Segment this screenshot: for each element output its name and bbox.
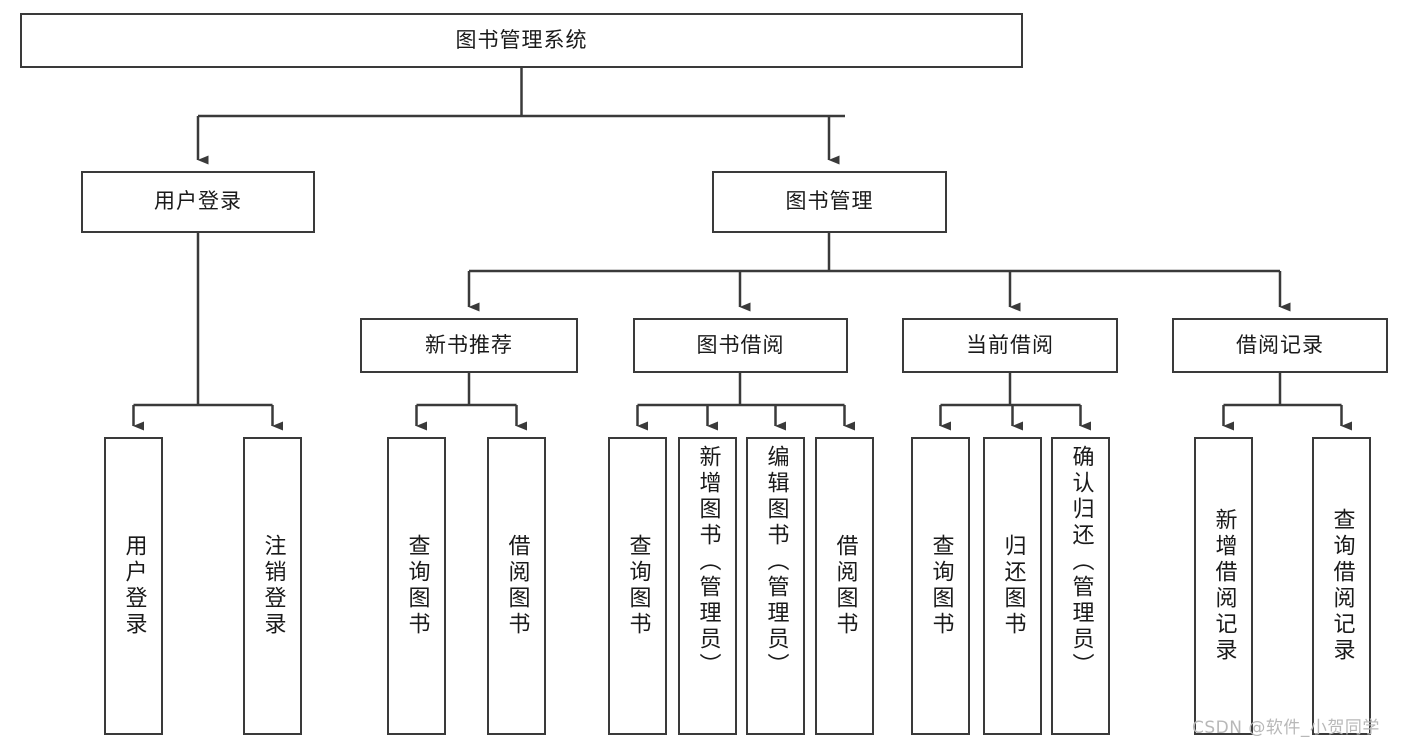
node-book-borrow-label: 图书借阅: [696, 332, 785, 357]
node-leaf-return-book-label: 归还图书: [1000, 534, 1026, 638]
node-leaf-user-login-label: 用户登录: [121, 534, 147, 638]
node-leaf-query-book-rec[interactable]: 查询图书: [387, 437, 446, 735]
node-book-borrow[interactable]: 图书借阅: [633, 318, 848, 373]
node-leaf-edit-book-admin[interactable]: 编辑图书（管理员）: [746, 437, 805, 735]
node-leaf-return-book[interactable]: 归还图书: [983, 437, 1042, 735]
node-leaf-add-borrow-record[interactable]: 新增借阅记录: [1194, 437, 1253, 735]
node-leaf-query-book-rec-label: 查询图书: [404, 534, 430, 638]
node-leaf-confirm-return-admin-label: 确认归还（管理员）: [1068, 445, 1094, 679]
node-leaf-borrow-book[interactable]: 借阅图书: [815, 437, 874, 735]
node-leaf-query-borrow-record-label: 查询借阅记录: [1329, 508, 1355, 664]
node-leaf-user-login[interactable]: 用户登录: [104, 437, 163, 735]
node-leaf-confirm-return-admin[interactable]: 确认归还（管理员）: [1051, 437, 1110, 735]
node-leaf-add-borrow-record-label: 新增借阅记录: [1211, 508, 1237, 664]
node-new-book-recommend[interactable]: 新书推荐: [360, 318, 578, 373]
node-leaf-logout-login-label: 注销登录: [260, 534, 286, 638]
node-leaf-query-borrow-record[interactable]: 查询借阅记录: [1312, 437, 1371, 735]
node-book-manage-label: 图书管理: [785, 189, 874, 214]
csdn-watermark: CSDN @软件_小贺同学: [1192, 718, 1380, 738]
node-current-borrow[interactable]: 当前借阅: [902, 318, 1118, 373]
node-leaf-query-book-cur-label: 查询图书: [928, 534, 954, 638]
node-leaf-borrow-book-label: 借阅图书: [832, 534, 858, 638]
node-root-label: 图书管理系统: [455, 27, 588, 52]
node-book-manage[interactable]: 图书管理: [712, 171, 947, 233]
node-root[interactable]: 图书管理系统: [20, 13, 1023, 68]
node-leaf-query-book-borrow[interactable]: 查询图书: [608, 437, 667, 735]
node-leaf-query-book-borrow-label: 查询图书: [625, 534, 651, 638]
node-leaf-add-book-admin-label: 新增图书（管理员）: [695, 445, 721, 679]
node-leaf-borrow-book-rec[interactable]: 借阅图书: [487, 437, 546, 735]
node-borrow-record-label: 借阅记录: [1236, 332, 1324, 357]
node-borrow-record[interactable]: 借阅记录: [1172, 318, 1388, 373]
node-current-borrow-label: 当前借阅: [966, 332, 1054, 357]
node-user-login-label: 用户登录: [154, 189, 242, 214]
node-leaf-borrow-book-rec-label: 借阅图书: [504, 534, 530, 638]
node-leaf-logout-login[interactable]: 注销登录: [243, 437, 302, 735]
node-leaf-query-book-cur[interactable]: 查询图书: [911, 437, 970, 735]
node-user-login[interactable]: 用户登录: [81, 171, 315, 233]
node-leaf-add-book-admin[interactable]: 新增图书（管理员）: [678, 437, 737, 735]
node-new-book-recommend-label: 新书推荐: [425, 332, 513, 357]
node-leaf-edit-book-admin-label: 编辑图书（管理员）: [763, 445, 789, 679]
